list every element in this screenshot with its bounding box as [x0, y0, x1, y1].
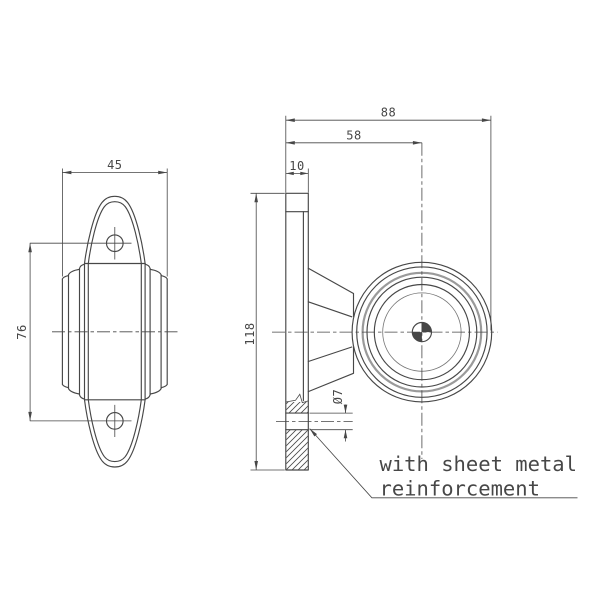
break-line — [285, 393, 309, 404]
dim-label-hole-spacing: 76 — [15, 324, 29, 339]
note-leader-line — [309, 428, 578, 499]
dimension-hole-diameter: Ø7 — [309, 389, 353, 442]
side-view: 88 58 10 118 Ø7 with — [243, 106, 578, 501]
hatch-upper — [286, 402, 308, 414]
front-top-tab-inner — [87, 201, 142, 265]
dim-label-flange-height: 118 — [243, 322, 257, 345]
note-leader-arrow — [309, 428, 317, 437]
dimension-front-width: 45 — [62, 158, 168, 277]
dim-label-front-width: 45 — [107, 158, 122, 172]
annotation-note: with sheet metal reinforcement — [309, 428, 578, 501]
hatch-lower — [286, 429, 308, 470]
front-bottom-tab-outer — [83, 399, 146, 468]
front-top-tab-outer — [83, 195, 146, 265]
front-hole-crosshairs — [29, 227, 132, 437]
dimension-flange-height: 118 — [243, 192, 285, 471]
dimension-center-depth: 58 — [285, 128, 422, 145]
dim-label-overall-depth: 88 — [381, 106, 396, 120]
dim-label-flange-thickness: 10 — [289, 159, 304, 173]
dimension-overall-depth: 88 — [285, 106, 492, 331]
front-view: 45 76 — [15, 158, 178, 468]
front-bottom-tab-inner — [87, 399, 142, 463]
dim-label-hole-diameter: Ø7 — [331, 389, 345, 404]
note-line-2: reinforcement — [380, 477, 540, 501]
front-step-connectors — [61, 263, 168, 400]
dimension-hole-spacing: 76 — [15, 243, 32, 421]
side-flange-outline — [285, 192, 309, 471]
note-line-1: with sheet metal — [380, 452, 577, 476]
side-arm-lines — [307, 267, 355, 393]
dim-label-center-depth: 58 — [346, 128, 361, 142]
dimension-flange-thickness: 10 — [285, 159, 309, 193]
